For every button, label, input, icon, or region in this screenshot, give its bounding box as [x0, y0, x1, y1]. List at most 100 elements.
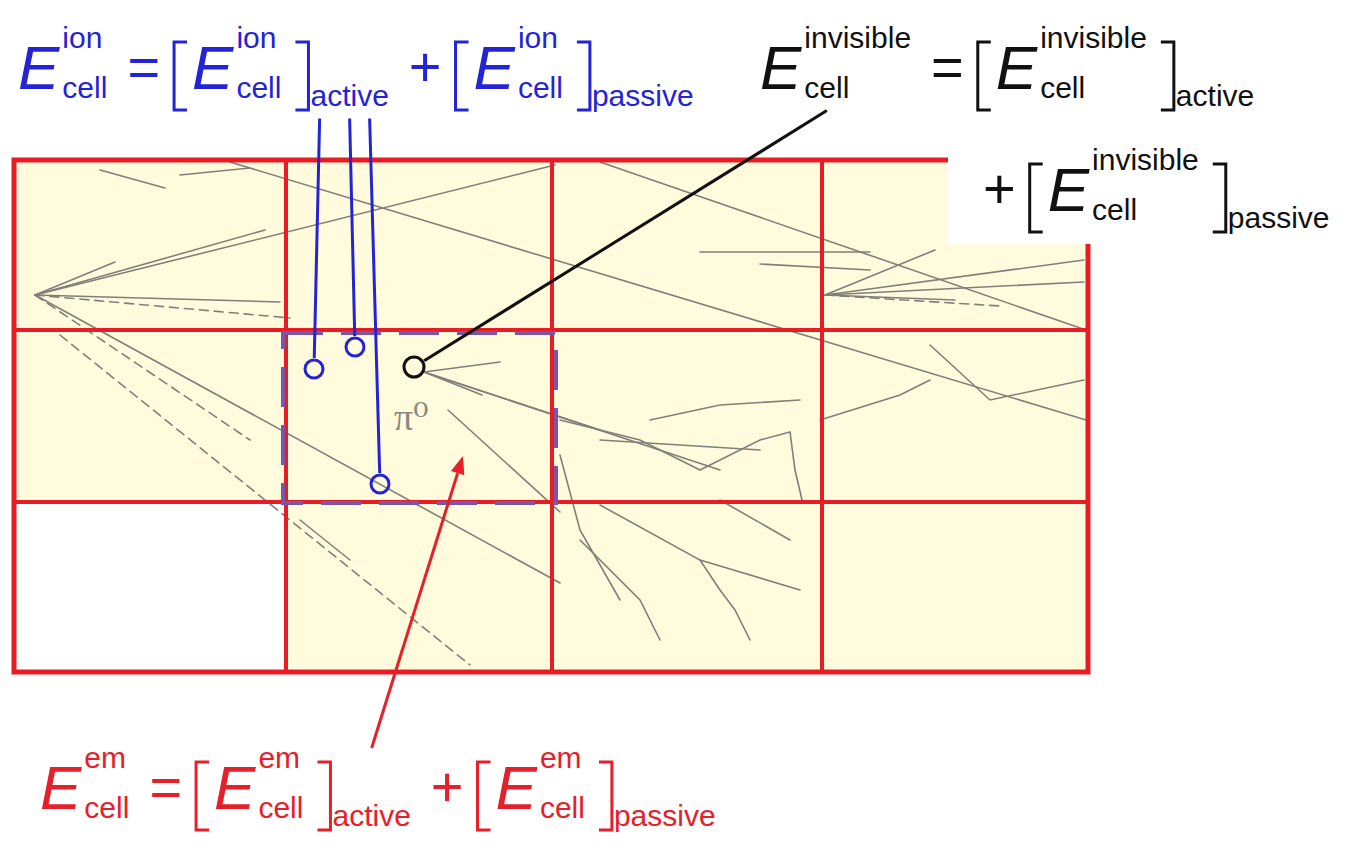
- symbol-base: E: [996, 37, 1037, 99]
- track-line: [600, 505, 750, 640]
- bracket: [295, 42, 308, 110]
- script-term: em: [258, 743, 300, 773]
- script-term: cell: [1040, 73, 1085, 103]
- track-line: [760, 264, 870, 270]
- track-line: [825, 250, 935, 295]
- script-term: invisible: [1040, 23, 1147, 53]
- symbol-base: E: [1048, 159, 1089, 221]
- track-line: [35, 230, 265, 295]
- particle-label: π⁰: [394, 398, 428, 436]
- script-term: ion: [62, 23, 102, 53]
- bracket: [577, 42, 590, 110]
- script-term: em: [540, 743, 582, 773]
- pointer-arrow: [372, 473, 458, 748]
- particle-shower: [35, 162, 1086, 665]
- bracket: [174, 42, 187, 110]
- track-line: [600, 440, 760, 450]
- script-term: cell: [518, 73, 563, 103]
- operator: =: [127, 39, 160, 95]
- script-term: cell: [84, 793, 129, 823]
- bracket: [456, 42, 469, 110]
- ion-deposit: [346, 338, 364, 356]
- ion-deposit: [371, 475, 389, 493]
- track-line: [825, 295, 1000, 306]
- operator: +: [431, 759, 464, 815]
- leader-line: [370, 119, 380, 473]
- subscript: active: [310, 81, 388, 111]
- bracket: [1030, 164, 1043, 232]
- script-term: ion: [518, 23, 558, 53]
- track-line: [825, 282, 1084, 295]
- grid-outline: [14, 160, 1088, 672]
- track-line: [825, 295, 955, 300]
- bracket: [196, 762, 209, 830]
- operator: =: [149, 759, 182, 815]
- leader-line: [314, 119, 319, 358]
- track-line: [700, 432, 802, 500]
- bracket: [317, 762, 330, 830]
- track-line: [720, 500, 790, 540]
- script-term: cell: [1092, 195, 1137, 225]
- track-line: [424, 372, 600, 430]
- track-line: [35, 295, 290, 318]
- script-term: invisible: [1092, 145, 1199, 175]
- track-line: [35, 262, 115, 295]
- track-line: [650, 400, 800, 420]
- script-term: cell: [236, 73, 281, 103]
- track-line: [448, 410, 560, 512]
- grid-line: [820, 160, 824, 672]
- track-line: [100, 170, 165, 188]
- symbol-base: E: [214, 757, 255, 819]
- empty-cell: [14, 502, 286, 672]
- operator: +: [409, 39, 442, 95]
- track-line: [424, 372, 720, 470]
- script-term: cell: [540, 793, 585, 823]
- script-term: ion: [236, 23, 276, 53]
- bracket: [599, 762, 612, 830]
- symbol-base: E: [192, 37, 233, 99]
- symbol-base: E: [496, 757, 537, 819]
- script-term: cell: [804, 73, 849, 103]
- operator: +: [983, 161, 1016, 217]
- script-term: invisible: [804, 23, 911, 53]
- bracket: [1161, 42, 1174, 110]
- track-line: [825, 260, 1084, 295]
- grid-line: [284, 160, 288, 672]
- subscript: active: [332, 801, 410, 831]
- track-line: [930, 345, 1084, 400]
- track-line: [820, 380, 930, 420]
- ion-deposit: [305, 360, 323, 378]
- track-line: [35, 295, 560, 583]
- arrow-head: [451, 456, 464, 475]
- grid-line: [14, 500, 1088, 504]
- subscript: passive: [1228, 203, 1330, 233]
- track-line: [35, 165, 555, 295]
- bracket: [478, 762, 491, 830]
- symbol-base: E: [760, 37, 801, 99]
- bracket: [978, 42, 991, 110]
- track-line: [300, 520, 350, 560]
- track-line: [180, 168, 250, 175]
- track-line: [424, 362, 500, 372]
- operator: =: [931, 39, 964, 95]
- symbol-base: E: [40, 757, 81, 819]
- leader-line: [350, 119, 355, 336]
- leader-line: [424, 111, 827, 361]
- grid-line: [550, 160, 554, 672]
- symbol-base: E: [18, 37, 59, 99]
- script-term: em: [84, 743, 126, 773]
- symbol-base: E: [474, 37, 515, 99]
- subscript: passive: [592, 81, 694, 111]
- track-line: [35, 295, 250, 440]
- track-line: [580, 540, 660, 640]
- track-line: [700, 251, 870, 253]
- bracket: [1213, 164, 1226, 232]
- invisible-deposit: [404, 357, 424, 377]
- cell-grid: [14, 160, 1088, 672]
- script-term: cell: [258, 793, 303, 823]
- subscript: passive: [614, 801, 716, 831]
- track-line: [560, 455, 620, 600]
- selected-cell: [283, 333, 556, 503]
